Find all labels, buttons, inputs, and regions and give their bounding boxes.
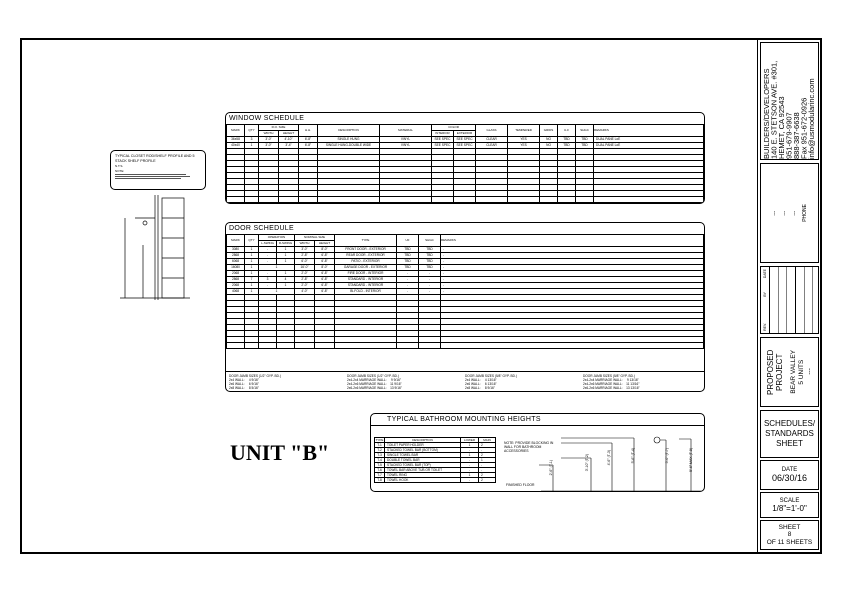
blocking-note: NOTE: PROVIDE BLOCKING IN WALL FOR BATHR… [504,441,554,453]
closet-scale: N.T.S. [115,164,124,168]
height-dimension: 5'-0" (T-7) [665,448,669,464]
height-dimension: 4'-6" (T-3) [607,450,611,466]
height-dimension: 5'-6" MAX (T-8) [689,448,693,472]
col-header: TYPE [374,437,385,443]
scale-block: SCALE 1/8"=1'-0" [760,492,819,518]
col-header: TEMPERED [507,124,541,137]
closet-profile-note: TYPICAL CLOSET ROD/SHELF PROFILE AND 5 S… [110,150,206,190]
col-header: MARK [226,124,245,137]
scale-label: SCALE [779,497,800,504]
sheet-label: SHEET [778,523,801,531]
table-cell: TOWEL HOOK [384,477,461,483]
col-header: GLASS [475,124,509,137]
title-block-line: --- [771,210,778,216]
scale-value: 1/8"=1'-0" [772,503,807,513]
col-header: GRIDS [539,124,559,137]
date-label: DATE [781,467,798,473]
col-header: U-F [557,124,577,137]
col-header: R-SWING [275,240,296,247]
col-header: H.H. [298,124,319,137]
col-header: QTY [244,124,259,137]
empty-row [226,342,704,349]
door-schedule-title: DOOR SCHEDULE [229,225,294,232]
door-jamb-notes: DOOR JAMB SIZES (1/2" GYP. BD.) 2x4 WALL… [226,371,704,391]
col-header: SHGC [575,124,595,137]
jamb-note: DOOR JAMB SIZES (1/2" GYP. BD.) 2x4 WALL… [229,374,281,390]
date-block: DATE 06/30/16 [760,460,819,490]
table-cell: 2 [478,477,496,483]
height-dimension: 3'-10" (T-2) [585,454,589,472]
title-block-line: PHONE [801,204,808,222]
jamb-note: DOOR JAMB SIZES (5/8" GYP. BD.) 2x4 WALL… [465,374,517,390]
table-cell: - [460,477,479,483]
title-block-line: --- [781,210,788,216]
table-cell: SEE SPEC [431,136,455,143]
date-value: 06/30/16 [771,473,808,483]
col-header: L-SWING [258,240,277,247]
sheet-title-line: SCHEDULES/ [763,419,816,428]
title-block-line: BEAR VALLEY [789,350,797,394]
col-header: UF [396,234,420,247]
window-schedule-title: WINDOW SCHEDULE [229,115,305,122]
closet-note-label: NOTE: [115,169,125,173]
unit-label: UNIT "B" [230,440,330,465]
contact-info: ---------PHONE [760,163,819,263]
title-block-line: --- [791,210,798,216]
sheet-number: 8 [787,531,792,539]
rev-by-label: BY [763,292,767,297]
closet-title: TYPICAL CLOSET ROD/SHELF PROFILE AND 5 S… [115,154,195,163]
jamb-note: DOOR JAMB SIZES (5/8" GYP. BD.) 2x4-2x4 … [583,374,640,390]
rev-date-label: DATE [763,269,767,279]
table-cell: T-8 [374,477,385,483]
col-header: QTY [244,234,259,247]
closet-shelf-drawing [120,195,190,300]
title-block-line: --- [805,368,813,376]
table-cell: SINGLE HUNG-DOUBLE WIDE [317,142,381,149]
rev-label: REV. [763,323,767,331]
revision-block: REV. BY DATE [760,266,819,334]
empty-row [226,202,704,203]
sheet-count: OF 11 SHEETS [766,538,813,546]
sheet-number-block: SHEET 8 OF 11 SHEETS [760,520,819,550]
finished-floor-label: FINISHED FLOOR [506,483,535,487]
table-cell: SEE SPEC [453,142,477,149]
project-label: PROPOSED PROJECT [765,349,784,395]
col-header: MATERIAL [379,124,433,137]
sheet-title-block: SCHEDULES/ STANDARDS SHEET [760,410,819,458]
drawing-sheet-border [20,38,822,554]
col-header: REMARKS [440,234,704,247]
title-block-line: info@usmodularinc.com [807,78,816,159]
mounting-heights-diagram [539,436,703,491]
jamb-note: DOOR JAMB SIZES (1/2" GYP. BD.) 2x4-2x4 … [347,374,402,390]
col-header: MARK [226,234,245,247]
bathroom-title: TYPICAL BATHROOM MOUNTING HEIGHTS [387,416,541,423]
height-dimension: 5'-6" (T-4) [631,448,635,464]
sheet-title-line: SHEET [776,439,803,448]
sheet-title-line: STANDARDS [765,429,814,438]
col-header: SHGC [418,234,442,247]
col-header: TYPE [334,234,398,247]
height-dimension: 2'-6" (T-1) [549,460,553,476]
col-header: DESCRIPTION [317,124,381,137]
col-header: REMARKS [593,124,704,137]
empty-row [226,178,704,185]
table-cell: SEE SPEC [431,142,455,149]
table-cell: SEE SPEC [453,136,477,143]
title-block-line: 5 UNITS [797,359,805,385]
